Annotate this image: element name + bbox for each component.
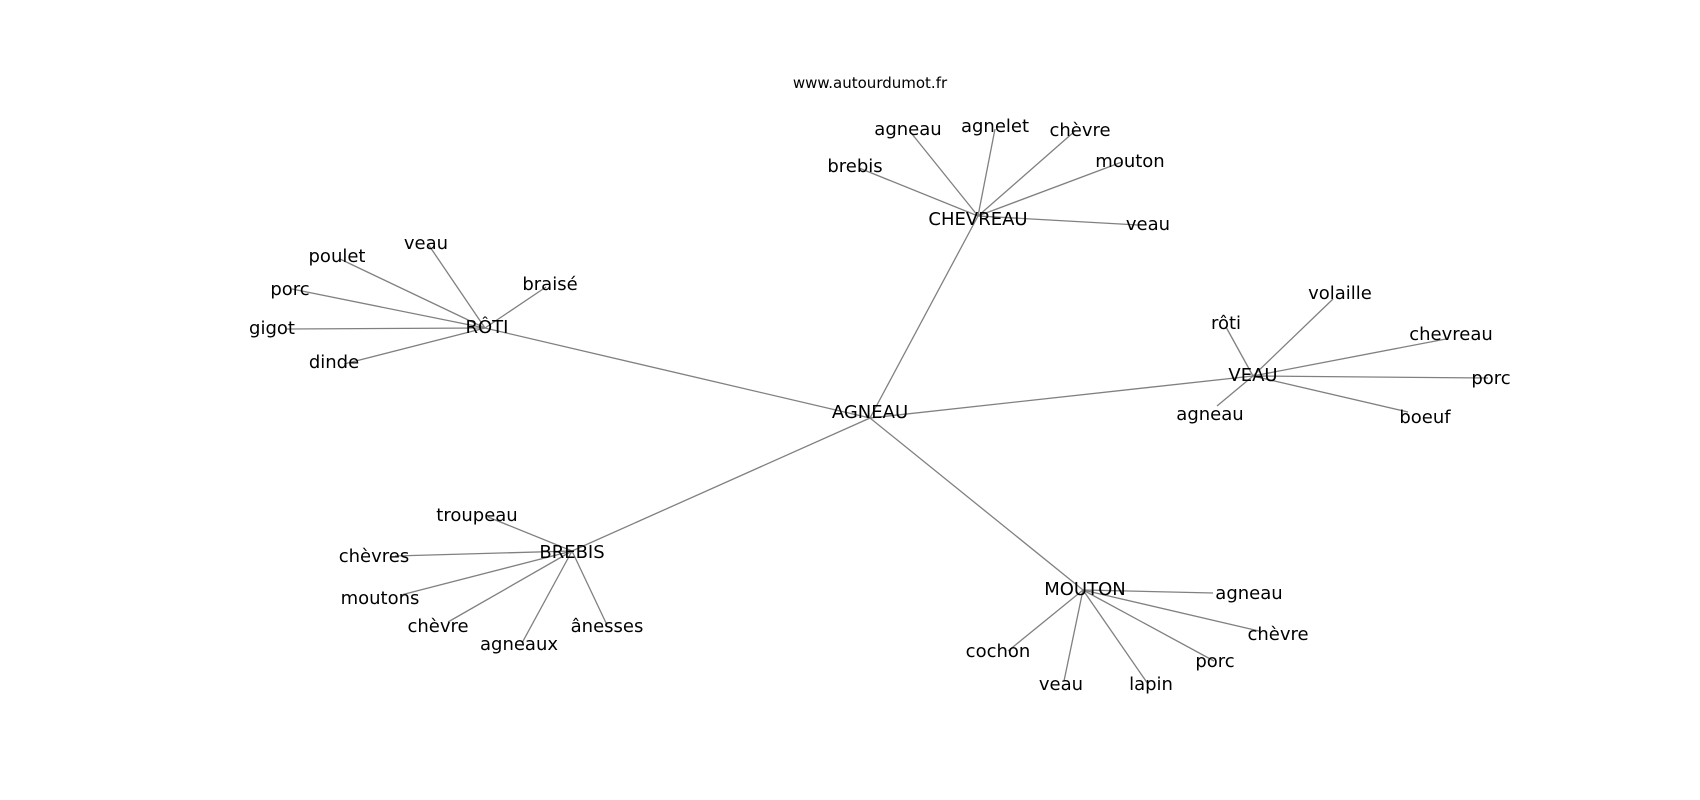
related-word-mouton-5[interactable]: lapin: [1129, 674, 1173, 695]
edge-veau-0: [1252, 298, 1334, 377]
edge-mouton-4: [1063, 589, 1084, 682]
edge-chevreau-5: [977, 215, 1139, 226]
edge-roti-2: [339, 258, 486, 329]
edge-center-roti: [484, 327, 871, 419]
edge-veau-3: [1252, 375, 1489, 379]
hub-word-mouton[interactable]: MOUTON: [1044, 579, 1126, 600]
graph-labels: AGNEAURÔTIveaubraisépouletporcgigotdinde…: [249, 116, 1511, 695]
edge-roti-4: [286, 327, 486, 330]
edge-brebis-0: [487, 516, 573, 552]
hub-word-roti[interactable]: RÔTI: [466, 316, 509, 338]
hub-word-chevreau[interactable]: CHEVREAU: [928, 209, 1027, 230]
edge-mouton-0: [1082, 589, 1214, 594]
edge-mouton-2: [1082, 589, 1215, 662]
related-word-veau-3[interactable]: porc: [1471, 368, 1510, 389]
edge-veau-4: [1216, 375, 1254, 407]
edge-mouton-1: [1082, 589, 1260, 632]
related-word-chevreau-3[interactable]: brebis: [827, 156, 882, 177]
related-word-chevreau-5[interactable]: veau: [1126, 214, 1170, 235]
related-word-mouton-0[interactable]: agneau: [1215, 583, 1282, 604]
related-word-veau-0[interactable]: volaille: [1308, 283, 1372, 304]
related-word-brebis-2[interactable]: moutons: [341, 588, 420, 609]
edge-roti-1: [484, 286, 547, 329]
hub-word-veau[interactable]: VEAU: [1228, 365, 1277, 386]
related-word-roti-0[interactable]: veau: [404, 233, 448, 254]
related-word-roti-1[interactable]: braisé: [522, 274, 577, 295]
edge-veau-5: [1252, 375, 1409, 413]
center-word-agneau[interactable]: AGNEAU: [832, 402, 908, 423]
related-word-roti-3[interactable]: porc: [270, 279, 309, 300]
edge-brebis-1: [394, 550, 573, 557]
related-word-chevreau-2[interactable]: chèvre: [1049, 120, 1110, 141]
hub-word-brebis[interactable]: BREBIS: [539, 542, 604, 563]
edge-center-brebis: [571, 417, 871, 552]
edge-brebis-5: [571, 550, 608, 626]
edge-mouton-5: [1082, 589, 1149, 685]
related-word-roti-4[interactable]: gigot: [249, 318, 295, 339]
related-word-mouton-2[interactable]: porc: [1195, 651, 1234, 672]
related-word-chevreau-1[interactable]: agnelet: [961, 116, 1029, 137]
related-word-veau-5[interactable]: boeuf: [1399, 407, 1451, 428]
related-word-mouton-1[interactable]: chèvre: [1247, 624, 1308, 645]
edge-veau-1: [1225, 326, 1254, 377]
related-word-chevreau-4[interactable]: mouton: [1095, 151, 1164, 172]
edge-chevreau-4: [977, 161, 1123, 217]
edge-brebis-3: [447, 550, 573, 623]
related-word-roti-5[interactable]: dinde: [309, 352, 359, 373]
edge-chevreau-2: [977, 130, 1076, 217]
edge-center-veau: [869, 375, 1254, 419]
related-word-chevreau-0[interactable]: agneau: [874, 119, 941, 140]
related-word-brebis-0[interactable]: troupeau: [436, 505, 517, 526]
related-word-veau-1[interactable]: rôti: [1211, 313, 1241, 334]
related-word-roti-2[interactable]: poulet: [309, 246, 366, 267]
related-word-veau-4[interactable]: agneau: [1176, 404, 1243, 425]
edge-center-chevreau: [869, 215, 979, 419]
related-word-brebis-3[interactable]: chèvre: [407, 616, 468, 637]
edge-brebis-2: [400, 550, 573, 596]
edge-center-mouton: [869, 417, 1084, 591]
site-url[interactable]: www.autourdumot.fr: [793, 74, 948, 92]
related-word-brebis-1[interactable]: chèvres: [339, 546, 410, 567]
edge-chevreau-3: [858, 167, 979, 217]
edge-brebis-4: [521, 550, 573, 644]
related-word-mouton-4[interactable]: veau: [1039, 674, 1083, 695]
edge-roti-5: [343, 327, 486, 365]
edge-roti-3: [291, 288, 486, 329]
related-word-brebis-5[interactable]: ânesses: [571, 616, 644, 637]
related-word-veau-2[interactable]: chevreau: [1409, 324, 1493, 345]
related-word-brebis-4[interactable]: agneaux: [480, 634, 558, 655]
related-word-mouton-3[interactable]: cochon: [966, 641, 1031, 662]
graph-edges: [286, 128, 1489, 685]
edge-chevreau-0: [911, 133, 979, 217]
edge-chevreau-1: [977, 128, 996, 217]
edge-mouton-3: [1007, 589, 1084, 652]
edge-veau-2: [1252, 338, 1447, 377]
edge-roti-0: [427, 243, 486, 329]
